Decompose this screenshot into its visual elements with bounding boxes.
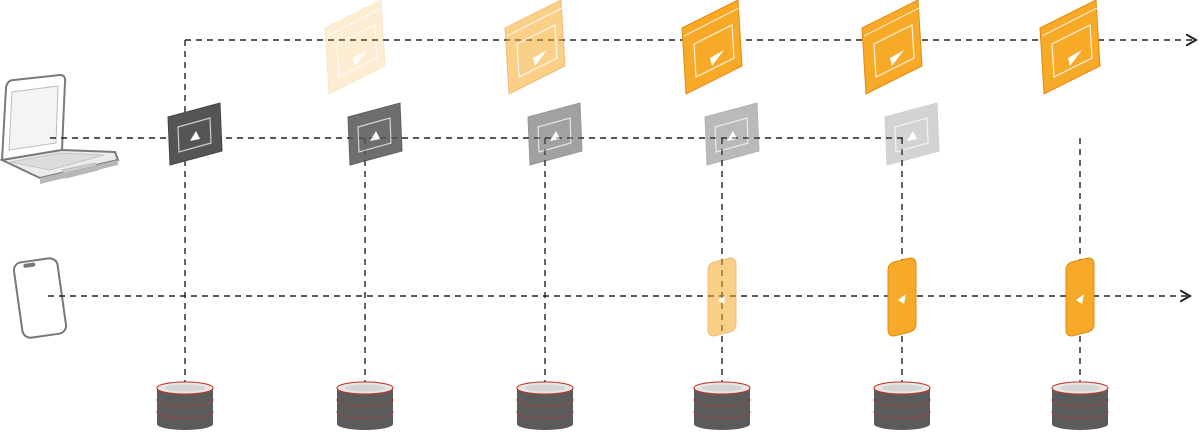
phone-icon xyxy=(12,257,68,339)
web-player-icon xyxy=(504,0,566,95)
web-player-icon xyxy=(681,0,743,95)
legacy-video-icon xyxy=(167,102,223,166)
database-icon xyxy=(693,381,751,430)
database-icon xyxy=(516,381,574,430)
mobile-player-icon xyxy=(707,257,737,337)
legacy-video-icon xyxy=(704,102,760,166)
mobile-player-icon xyxy=(887,257,917,337)
web-player-icon xyxy=(861,0,923,95)
mobile-player-icon xyxy=(1065,257,1095,337)
web-player-track xyxy=(184,33,1198,124)
legacy-video-icon xyxy=(347,102,403,166)
web-player-icon xyxy=(1039,0,1101,95)
web-player-icon xyxy=(324,0,386,95)
legacy-video-icon xyxy=(527,102,583,166)
database-icon xyxy=(336,381,394,430)
database-icon xyxy=(156,381,214,430)
database-icon xyxy=(873,381,931,430)
legacy-video-icon xyxy=(884,102,940,166)
database-icon xyxy=(1051,381,1109,430)
laptop-icon xyxy=(0,73,120,184)
